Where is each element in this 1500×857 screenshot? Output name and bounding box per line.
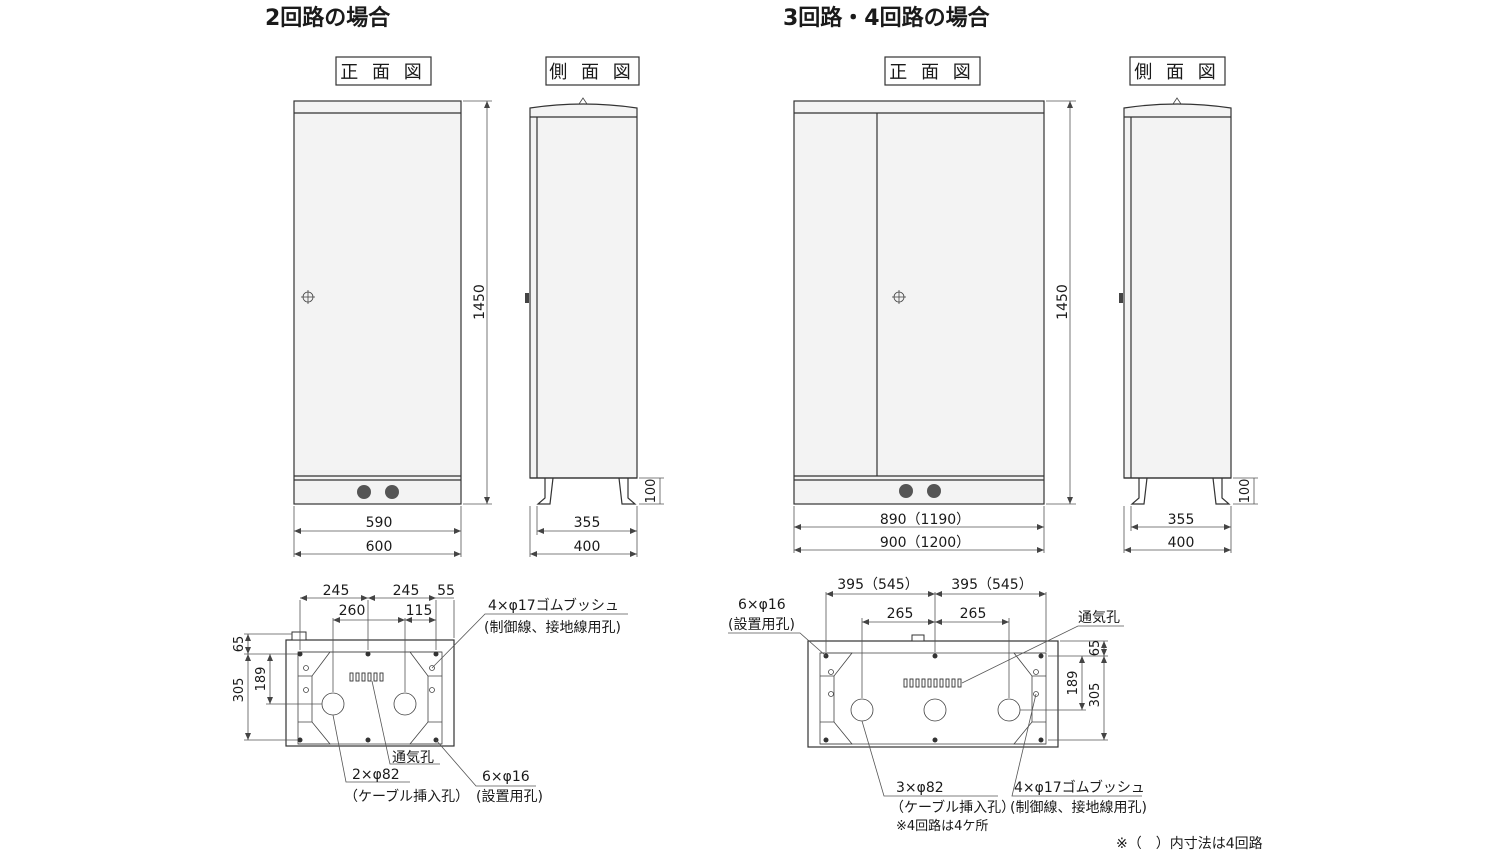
plan-three-vent: 通気孔 xyxy=(1078,610,1120,626)
plan-three-d395a: 395（545） xyxy=(837,577,918,593)
plan-two-bushing: 4×φ17ゴムブッシュ xyxy=(488,597,619,614)
dim-inner-width-two: 590 xyxy=(366,515,393,531)
plan-three-d65: 65 xyxy=(1088,640,1103,657)
dim-outer-width-three: 900（1200） xyxy=(880,535,970,551)
plan-three-d395b: 395（545） xyxy=(951,577,1032,593)
label-side-three: 側 面 図 xyxy=(1129,56,1226,86)
heading-two-circuit: 2回路の場合 xyxy=(265,5,391,31)
label-front-three-text: 正 面 図 xyxy=(889,62,974,83)
dim-base-height-two: 100 xyxy=(644,479,659,504)
dim-height-three: 1450 xyxy=(1055,284,1071,320)
side-view-two xyxy=(525,97,638,505)
dim-inner-width-three: 890（1190） xyxy=(880,512,970,528)
plan-two-d115: 115 xyxy=(406,603,433,619)
label-front-two: 正 面 図 xyxy=(335,56,432,86)
plan-two-d305: 305 xyxy=(232,678,247,703)
plan-three-d189: 189 xyxy=(1066,671,1081,696)
front-view-two xyxy=(293,100,462,505)
plan-two-install-note: (設置用孔) xyxy=(476,789,543,805)
plan-three-cable-note: （ケーブル挿入孔） xyxy=(890,799,1015,816)
label-side-three-text: 側 面 図 xyxy=(1134,62,1219,83)
plan-three-d265a: 265 xyxy=(887,606,914,622)
plan-three-install-note: (設置用孔) xyxy=(728,617,795,633)
plan-three-d265b: 265 xyxy=(960,606,987,622)
plan-two-d245b: 245 xyxy=(393,583,420,599)
label-side-two-text: 側 面 図 xyxy=(549,62,634,83)
front-view-three xyxy=(793,100,1045,505)
plan-two-vent: 通気孔 xyxy=(392,750,434,766)
plan-two-d65: 65 xyxy=(232,636,247,653)
plan-two-install: 6×φ16 xyxy=(482,769,530,785)
plan-two-cable: 2×φ82 xyxy=(352,767,400,783)
plan-three-bushing-note: (制御線、接地線用孔) xyxy=(1010,799,1147,816)
label-front-two-text: 正 面 図 xyxy=(340,62,425,83)
plan-two-d55: 55 xyxy=(437,583,455,599)
plan-two-cable-note: （ケーブル挿入孔） xyxy=(344,788,469,805)
dim-side-inner-three: 355 xyxy=(1168,512,1195,528)
plan-three-cable: 3×φ82 xyxy=(896,780,944,796)
dim-outer-width-two: 600 xyxy=(366,539,393,555)
plan-view-two xyxy=(285,631,455,747)
footnote: ※（ ）内寸法は4回路 xyxy=(1116,836,1263,852)
heading-three-four-circuit: 3回路・4回路の場合 xyxy=(783,5,991,31)
label-front-three: 正 面 図 xyxy=(884,56,981,86)
plan-two-d189: 189 xyxy=(254,667,269,692)
plan-three-install: 6×φ16 xyxy=(738,597,786,613)
dim-side-outer-two: 400 xyxy=(574,539,601,555)
plan-three-bushing: 4×φ17ゴムブッシュ xyxy=(1014,779,1145,796)
plan-two-d245a: 245 xyxy=(323,583,350,599)
plan-two-bushing-note: (制御線、接地線用孔) xyxy=(484,619,621,636)
plan-view-three xyxy=(807,634,1059,748)
label-side-two: 側 面 図 xyxy=(545,56,640,86)
dim-side-inner-two: 355 xyxy=(574,515,601,531)
dim-height-two: 1450 xyxy=(472,284,488,320)
dim-side-outer-three: 400 xyxy=(1168,535,1195,551)
dim-base-height-three: 100 xyxy=(1238,479,1253,504)
side-view-three xyxy=(1119,97,1232,505)
plan-two-d260: 260 xyxy=(339,603,366,619)
plan-three-cable-note2: ※4回路は4ケ所 xyxy=(896,818,988,834)
plan-three-d305: 305 xyxy=(1088,683,1103,708)
